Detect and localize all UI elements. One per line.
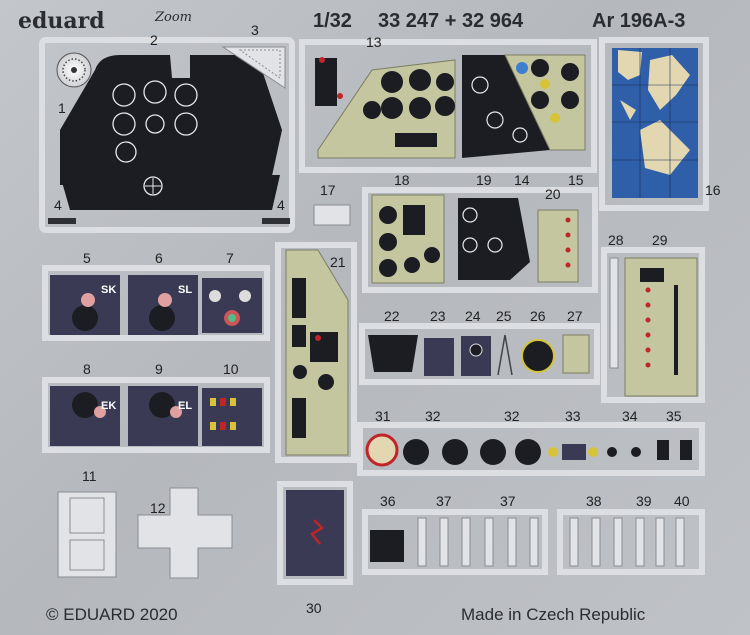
part-number: 32 bbox=[504, 408, 520, 424]
part-number: 40 bbox=[674, 493, 690, 509]
part-number: 25 bbox=[496, 308, 512, 324]
part-number: 14 bbox=[514, 172, 530, 188]
panel-label: EL bbox=[178, 400, 193, 412]
part-number: 37 bbox=[436, 493, 452, 509]
part-number: 35 bbox=[666, 408, 682, 424]
triangle-part bbox=[221, 46, 286, 89]
part-number: 27 bbox=[567, 308, 583, 324]
small-parts-22-27 bbox=[368, 334, 590, 376]
part-number: 7 bbox=[226, 250, 234, 266]
part-number: 13 bbox=[366, 34, 382, 50]
part-number: 36 bbox=[380, 493, 396, 509]
control-panels-5-7 bbox=[50, 275, 262, 335]
part-number: 6 bbox=[155, 250, 163, 266]
part-number: 9 bbox=[155, 361, 163, 377]
side-panel-21 bbox=[285, 249, 349, 456]
frame-parts-11-12 bbox=[57, 487, 233, 579]
olive-instrument-panel bbox=[315, 54, 586, 159]
small-bracket-17 bbox=[313, 204, 351, 226]
levers-36-40 bbox=[370, 517, 685, 567]
switch-strips-28-29 bbox=[609, 257, 698, 397]
part-number: 33 bbox=[565, 408, 581, 424]
part-number: 38 bbox=[586, 493, 602, 509]
side-panels-18-20 bbox=[371, 194, 579, 284]
part-number: 10 bbox=[223, 361, 239, 377]
control-panels-8-10 bbox=[50, 386, 262, 446]
part-number: 24 bbox=[465, 308, 481, 324]
part-number: 4 bbox=[277, 197, 285, 213]
part-number: 8 bbox=[83, 361, 91, 377]
part-number: 15 bbox=[568, 172, 584, 188]
main-instrument-panel bbox=[60, 55, 282, 210]
small-brackets bbox=[48, 218, 290, 224]
aircraft-title: Ar 196A-3 bbox=[592, 10, 686, 32]
panel-label: SL bbox=[178, 284, 193, 296]
part-number: 28 bbox=[608, 232, 624, 248]
panel-label: EK bbox=[101, 400, 117, 412]
origin-label: Made in Czech Republic bbox=[461, 605, 646, 624]
part-number: 26 bbox=[530, 308, 546, 324]
zoom-logo: Zoom bbox=[155, 10, 193, 25]
part-number: 11 bbox=[82, 468, 97, 484]
part-number: 32 bbox=[425, 408, 441, 424]
part-number: 37 bbox=[500, 493, 516, 509]
part-number: 30 bbox=[306, 600, 322, 616]
part-number: 4 bbox=[54, 197, 62, 213]
part-number: 29 bbox=[652, 232, 668, 248]
part-number: 16 bbox=[705, 182, 721, 198]
brand-logo: eduard bbox=[18, 8, 105, 34]
part-number: 31 bbox=[375, 408, 391, 424]
part-number: 2 bbox=[150, 32, 158, 48]
scale-label: 1/32 bbox=[313, 10, 352, 32]
map-insert bbox=[612, 48, 698, 198]
part-number: 12 bbox=[150, 500, 166, 516]
part-number: 18 bbox=[394, 172, 410, 188]
part-number: 19 bbox=[476, 172, 492, 188]
part-number: 1 bbox=[58, 100, 66, 116]
part-number: 34 bbox=[622, 408, 638, 424]
part-number: 22 bbox=[384, 308, 400, 324]
part-number: 21 bbox=[330, 254, 346, 270]
gauge-dial bbox=[56, 52, 92, 88]
part-number: 3 bbox=[251, 22, 259, 38]
part-number: 39 bbox=[636, 493, 652, 509]
copyright: © EDUARD 2020 bbox=[46, 605, 178, 624]
panel-label: SK bbox=[101, 284, 117, 296]
placard-30 bbox=[286, 490, 344, 576]
product-codes: 33 247 + 32 964 bbox=[378, 10, 524, 32]
part-number: 5 bbox=[83, 250, 91, 266]
part-number: 20 bbox=[545, 186, 561, 202]
part-number: 23 bbox=[430, 308, 446, 324]
knobs-31-35 bbox=[365, 433, 692, 467]
part-number: 17 bbox=[320, 182, 336, 198]
